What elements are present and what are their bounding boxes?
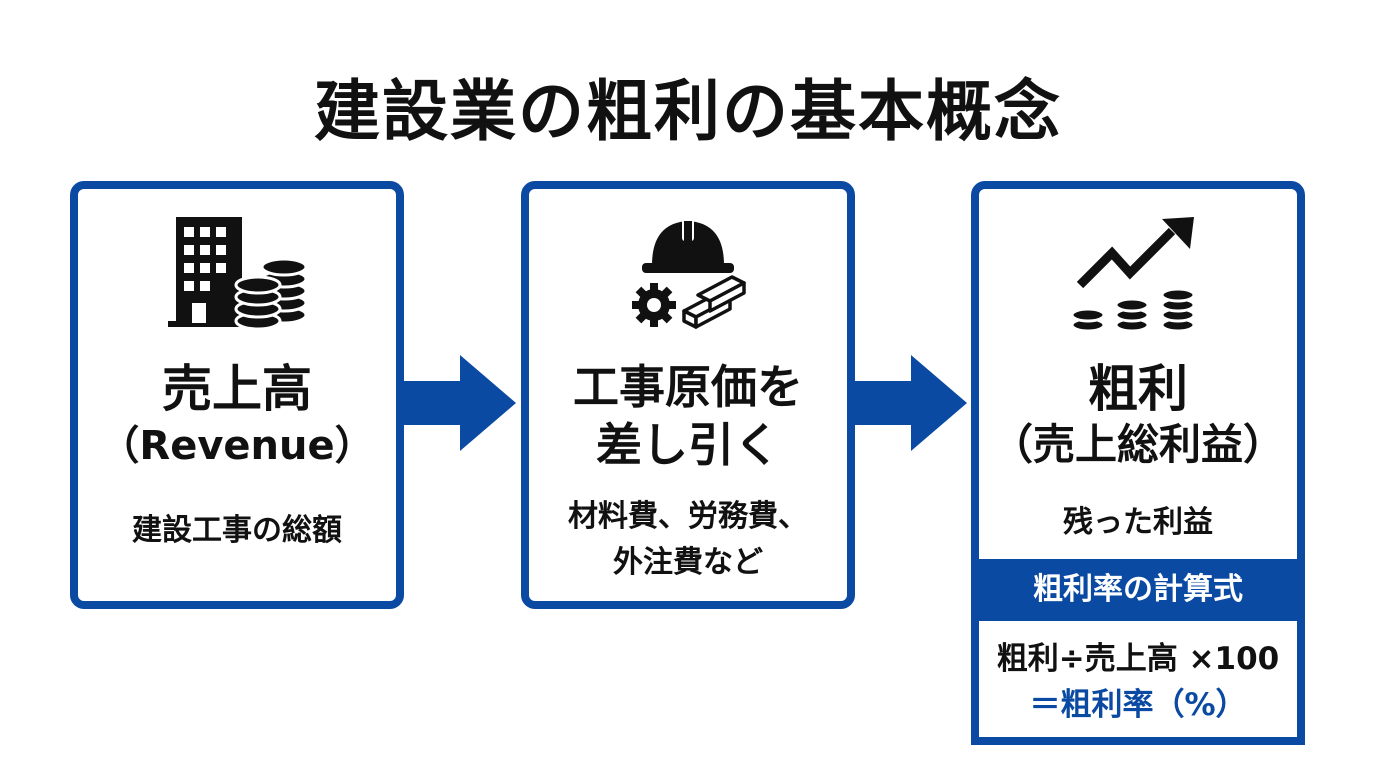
card-description: 残った利益 — [1063, 505, 1213, 540]
building-coins-icon — [78, 211, 396, 331]
card-description: 材料費、労務費、 — [568, 499, 808, 534]
formula-expression: 粗利÷売上高 ×100 — [996, 641, 1280, 677]
formula-box: 粗利÷売上高 ×100 ＝粗利率（%） — [979, 621, 1297, 737]
right-arrow-icon — [404, 355, 516, 455]
revenue-card: 売上高 （Revenue） 建設工事の総額 — [70, 181, 404, 609]
gross-profit-card: 粗利 （売上総利益） 残った利益 粗利率の計算式 粗利÷売上高 ×100 ＝粗利… — [971, 181, 1305, 745]
formula-result: ＝粗利率（%） — [1029, 687, 1247, 723]
card-heading: 工事原価を — [573, 360, 803, 414]
formula-label: 粗利率の計算式 — [979, 559, 1297, 621]
growth-arrow-coins-icon — [979, 215, 1297, 335]
card-heading: 売上高 — [162, 360, 312, 418]
hardhat-gear-materials-icon — [529, 213, 847, 333]
card-description-2: 外注費など — [613, 545, 763, 580]
construction-cost-card: 工事原価を 差し引く 材料費、労務費、 外注費など — [521, 181, 855, 609]
right-arrow-icon — [855, 355, 967, 455]
card-heading: 粗利 — [1088, 360, 1188, 418]
card-description: 建設工事の総額 — [132, 513, 342, 548]
page-title: 建設業の粗利の基本概念 — [314, 73, 1062, 150]
card-heading-sub: 差し引く — [596, 418, 780, 472]
card-heading-sub: （売上総利益） — [990, 420, 1285, 469]
card-heading-sub: （Revenue） — [99, 423, 375, 469]
